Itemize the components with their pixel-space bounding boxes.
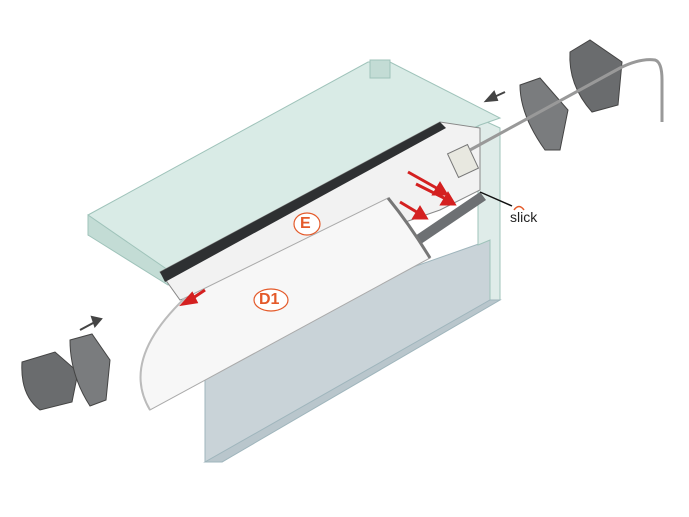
slick-leader-line [479, 191, 513, 207]
vertical-glass-wall [203, 117, 502, 463]
assembly-arrows [79, 90, 506, 331]
aluminium-corner-profile [159, 121, 486, 301]
label-d1: D1 [259, 291, 280, 308]
slick-label: slick [510, 209, 538, 225]
power-cable [469, 58, 664, 152]
end-cap-right-inner [519, 77, 569, 151]
top-glass-shelf [87, 59, 502, 286]
end-cap-left-inner [69, 333, 111, 407]
label-e-badge [293, 212, 321, 236]
label-d1-badge [253, 288, 289, 312]
label-e: E [300, 215, 311, 232]
insertion-arrows [179, 170, 457, 307]
slick-logo-arc [513, 205, 525, 211]
end-cap-right-outer [569, 39, 623, 113]
end-caps [21, 39, 623, 411]
end-cap-left-outer [21, 351, 79, 411]
led-chip [446, 143, 480, 179]
